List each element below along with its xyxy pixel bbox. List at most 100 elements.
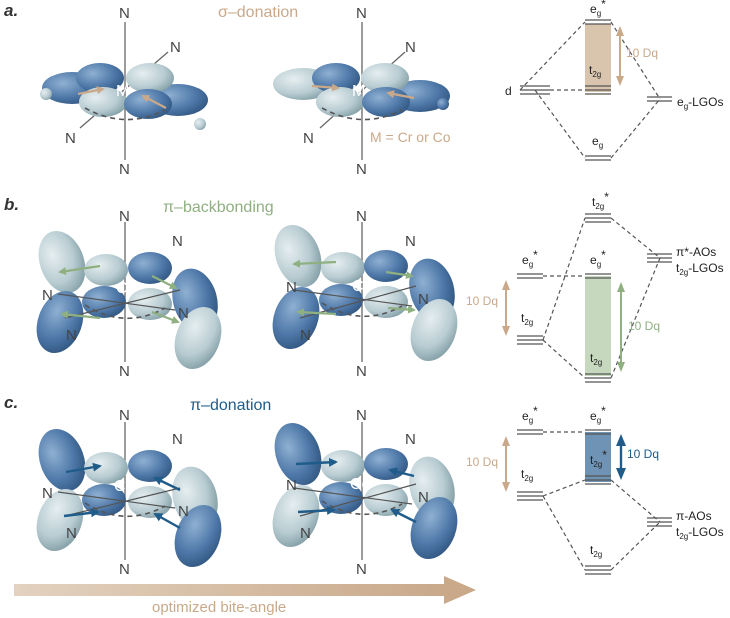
metal-label-c1: Co <box>114 478 135 495</box>
n-label: N <box>286 279 297 296</box>
n-label: N <box>119 561 130 578</box>
n-label: N <box>119 5 130 22</box>
metal-label-a1: M <box>116 83 129 100</box>
metal-note: M = Cr or Co <box>370 129 451 145</box>
n-label: N <box>286 477 297 494</box>
panel-c: c. π–donation Co N N N N N N <box>4 393 724 578</box>
n-label: N <box>300 327 311 344</box>
backbond-complex-left: Cr N N N N N N <box>36 208 222 380</box>
panel-a: a. σ–donation M N N N N <box>4 0 723 178</box>
n-label: N <box>65 130 76 147</box>
n-label: N <box>405 233 416 250</box>
level-t2g-b-left: t <box>521 311 525 325</box>
svg-text:t2g-LGOs: t2g-LGOs <box>676 525 724 541</box>
level-t2g-c-left: t <box>521 467 525 481</box>
n-label: N <box>170 39 181 56</box>
level-t2g-b-mid: t <box>590 351 594 365</box>
level-t2g-lgos-b: t <box>676 261 680 275</box>
gap-10dq-a: 10 Dq <box>626 46 658 60</box>
level-t2g-lgos-c: t <box>676 525 680 539</box>
n-label: N <box>119 407 130 424</box>
level-eg-star-c-left: e <box>522 409 529 423</box>
level-eg-star-a: e <box>590 2 597 16</box>
mo-diagram-b: t2g* π*-AOs t2g-LGOs eg* eg* 10 Dq 10 Dq… <box>466 190 724 383</box>
level-t2g-star-c: t <box>590 453 594 467</box>
gap-10dq-c-right: 10 Dq <box>627 447 659 461</box>
svg-text:t2g*: t2g* <box>590 448 607 469</box>
panel-a-title: σ–donation <box>218 4 298 21</box>
sigma-complex-right: M N N N N M = Cr or Co <box>273 5 451 178</box>
panel-b-label: b. <box>4 195 19 214</box>
n-label: N <box>356 363 367 380</box>
n-label: N <box>178 503 189 520</box>
svg-text:t2g: t2g <box>590 543 602 559</box>
panel-a-label: a. <box>4 1 18 20</box>
sigma-complex-left: M N N N N <box>40 5 208 178</box>
n-label: N <box>405 39 416 56</box>
n-label: N <box>119 208 130 225</box>
svg-text:eg*: eg* <box>590 404 606 425</box>
gap-10dq-b-left: 10 Dq <box>466 294 498 308</box>
n-label: N <box>356 407 367 424</box>
svg-text:t2g: t2g <box>521 467 533 483</box>
n-label: N <box>119 363 130 380</box>
gap-10dq-b-right: 10 Dq <box>628 319 660 333</box>
panel-b-title: π–backbonding <box>163 199 274 216</box>
panel-b: b. π–backbonding Cr N N N N N N <box>4 190 724 383</box>
svg-text:t2g: t2g <box>521 311 533 327</box>
n-label: N <box>418 489 429 506</box>
metal-label-b2: Cr <box>352 278 370 295</box>
mo-diagram-a: d eg* t2g 10 Dq eg-LGOs eg <box>505 0 723 161</box>
level-d: d <box>505 84 512 98</box>
n-label: N <box>356 161 367 178</box>
n-label: N <box>66 525 77 542</box>
mo-diagram-c: eg* eg* 10 Dq 10 Dq t2g t2g* π-AOs t2g-L… <box>466 404 724 575</box>
svg-text:eg: eg <box>592 134 603 150</box>
n-label: N <box>42 287 53 304</box>
metal-label-a2: M <box>352 83 365 100</box>
bite-angle-label: optimized bite-angle <box>152 599 286 616</box>
level-pi-star-aos: π*-AOs <box>676 245 716 259</box>
level-t2g-a: t <box>589 63 593 77</box>
n-label: N <box>418 291 429 308</box>
svg-text:eg*: eg* <box>522 248 538 269</box>
level-eg-lgos-a: e <box>677 95 684 109</box>
n-label: N <box>172 233 183 250</box>
level-eg-a: e <box>592 134 599 148</box>
pidon-complex-right: Co N N N N N N <box>272 407 458 578</box>
svg-text:t2g-LGOs: t2g-LGOs <box>676 261 724 277</box>
n-label: N <box>300 525 311 542</box>
level-eg-star-c-mid: e <box>590 409 597 423</box>
level-t2g-c-bottom: t <box>590 543 594 557</box>
level-pi-aos: π-AOs <box>676 509 712 523</box>
svg-text:eg*: eg* <box>590 0 606 18</box>
svg-text:eg*: eg* <box>522 404 538 425</box>
svg-text:eg-LGOs: eg-LGOs <box>677 95 723 111</box>
svg-text:t2g: t2g <box>590 351 602 367</box>
n-label: N <box>303 130 314 147</box>
n-label: N <box>42 485 53 502</box>
panel-c-title: π–donation <box>190 397 271 414</box>
pidon-complex-left: Co N N N N N N <box>36 407 222 578</box>
metal-label-b1: Cr <box>116 280 134 297</box>
n-label: N <box>405 431 416 448</box>
n-label: N <box>356 5 367 22</box>
level-eg-star-b-mid: e <box>590 253 597 267</box>
n-label: N <box>172 431 183 448</box>
n-label: N <box>66 327 77 344</box>
level-eg-star-b-left: e <box>522 253 529 267</box>
svg-text:eg*: eg* <box>590 248 606 269</box>
level-t2g-star-b: t <box>592 195 596 209</box>
svg-text:t2g: t2g <box>589 63 601 79</box>
bite-angle-arrow: optimized bite-angle <box>14 576 476 616</box>
metal-label-c2: Co <box>350 476 371 493</box>
n-label: N <box>119 161 130 178</box>
svg-text:t2g*: t2g* <box>592 190 609 211</box>
gap-10dq-c-left: 10 Dq <box>466 455 498 469</box>
n-label: N <box>178 305 189 322</box>
n-label: N <box>356 561 367 578</box>
panel-c-label: c. <box>4 393 18 412</box>
backbond-complex-right: Cr N N N N N N <box>272 208 458 380</box>
n-label: N <box>356 208 367 225</box>
